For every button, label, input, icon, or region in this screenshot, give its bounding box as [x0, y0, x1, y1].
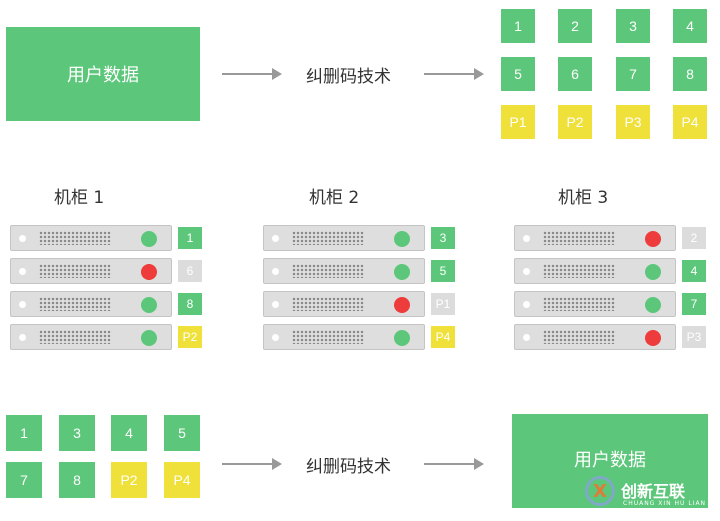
- data-block: 4: [682, 260, 706, 282]
- status-ok-icon: [141, 231, 157, 247]
- data-block: 8: [59, 462, 95, 498]
- lost-block: 6: [178, 260, 202, 282]
- data-block: 3: [431, 227, 455, 249]
- server-unit: [10, 324, 172, 350]
- status-fail-icon: [645, 231, 661, 247]
- vent-grille-icon: [292, 231, 364, 245]
- power-button-icon: [272, 301, 279, 308]
- server-unit: [514, 291, 676, 317]
- power-button-icon: [272, 235, 279, 242]
- server-unit: [263, 324, 425, 350]
- parity-block: P2: [178, 326, 202, 348]
- parity-block: P1: [501, 105, 535, 139]
- vent-grille-icon: [39, 231, 111, 245]
- parity-block: P4: [164, 462, 200, 498]
- arrow-right-icon: [424, 458, 484, 470]
- status-fail-icon: [141, 264, 157, 280]
- lost-block: P1: [431, 293, 455, 315]
- vent-grille-icon: [543, 231, 615, 245]
- parity-block: P4: [431, 326, 455, 348]
- status-ok-icon: [394, 330, 410, 346]
- cabinet-title: 机柜 1: [54, 188, 105, 208]
- status-fail-icon: [394, 297, 410, 313]
- server-unit: [10, 225, 172, 251]
- data-block: 7: [682, 293, 706, 315]
- data-block: 4: [111, 415, 147, 451]
- lost-block: 2: [682, 227, 706, 249]
- erasure-coding-label-bottom: 纠删码技术: [306, 457, 391, 477]
- parity-block: P4: [673, 105, 707, 139]
- watermark: X 创新互联 CHUANG XIN HU LIAN: [585, 474, 720, 514]
- data-block: 5: [501, 57, 535, 91]
- status-fail-icon: [645, 330, 661, 346]
- server-unit: [263, 291, 425, 317]
- cabinet-title: 机柜 2: [309, 188, 360, 208]
- power-button-icon: [523, 334, 530, 341]
- status-ok-icon: [394, 264, 410, 280]
- user-data-source: 用户数据: [6, 27, 200, 121]
- power-button-icon: [19, 268, 26, 275]
- cabinet-title: 机柜 3: [558, 188, 609, 208]
- user-data-recovered-label: 用户数据: [574, 450, 646, 471]
- vent-grille-icon: [39, 264, 111, 278]
- arrow-right-icon: [424, 68, 484, 80]
- power-button-icon: [523, 301, 530, 308]
- power-button-icon: [523, 235, 530, 242]
- status-ok-icon: [141, 297, 157, 313]
- parity-block: P2: [111, 462, 147, 498]
- power-button-icon: [272, 268, 279, 275]
- power-button-icon: [272, 334, 279, 341]
- vent-grille-icon: [292, 264, 364, 278]
- status-ok-icon: [394, 231, 410, 247]
- vent-grille-icon: [292, 330, 364, 344]
- data-block: 2: [558, 9, 592, 43]
- parity-block: P3: [616, 105, 650, 139]
- power-button-icon: [19, 301, 26, 308]
- watermark-subtext: CHUANG XIN HU LIAN: [623, 500, 707, 507]
- status-ok-icon: [645, 297, 661, 313]
- power-button-icon: [19, 235, 26, 242]
- server-unit: [514, 258, 676, 284]
- watermark-text: 创新互联: [621, 482, 686, 501]
- vent-grille-icon: [543, 264, 615, 278]
- data-block: 1: [501, 9, 535, 43]
- data-block: 1: [6, 415, 42, 451]
- data-block: 5: [164, 415, 200, 451]
- user-data-source-label: 用户数据: [67, 65, 139, 86]
- vent-grille-icon: [292, 297, 364, 311]
- server-unit: [514, 225, 676, 251]
- vent-grille-icon: [39, 297, 111, 311]
- lost-block: P3: [682, 326, 706, 348]
- data-block: 7: [6, 462, 42, 498]
- data-block: 8: [673, 57, 707, 91]
- power-button-icon: [523, 268, 530, 275]
- parity-block: P2: [558, 105, 592, 139]
- server-unit: [263, 225, 425, 251]
- data-block: 4: [673, 9, 707, 43]
- vent-grille-icon: [39, 330, 111, 344]
- arrow-right-icon: [222, 458, 282, 470]
- power-button-icon: [19, 334, 26, 341]
- status-ok-icon: [645, 264, 661, 280]
- data-block: 7: [616, 57, 650, 91]
- arrow-right-icon: [222, 68, 282, 80]
- data-block: 1: [178, 227, 202, 249]
- server-unit: [514, 324, 676, 350]
- data-block: 3: [616, 9, 650, 43]
- status-ok-icon: [141, 330, 157, 346]
- brand-logo-icon: X: [585, 476, 615, 506]
- data-block: 8: [178, 293, 202, 315]
- erasure-coding-label-top: 纠删码技术: [306, 67, 391, 87]
- vent-grille-icon: [543, 297, 615, 311]
- server-unit: [263, 258, 425, 284]
- vent-grille-icon: [543, 330, 615, 344]
- data-block: 3: [59, 415, 95, 451]
- server-unit: [10, 291, 172, 317]
- data-block: 5: [431, 260, 455, 282]
- server-unit: [10, 258, 172, 284]
- data-block: 6: [558, 57, 592, 91]
